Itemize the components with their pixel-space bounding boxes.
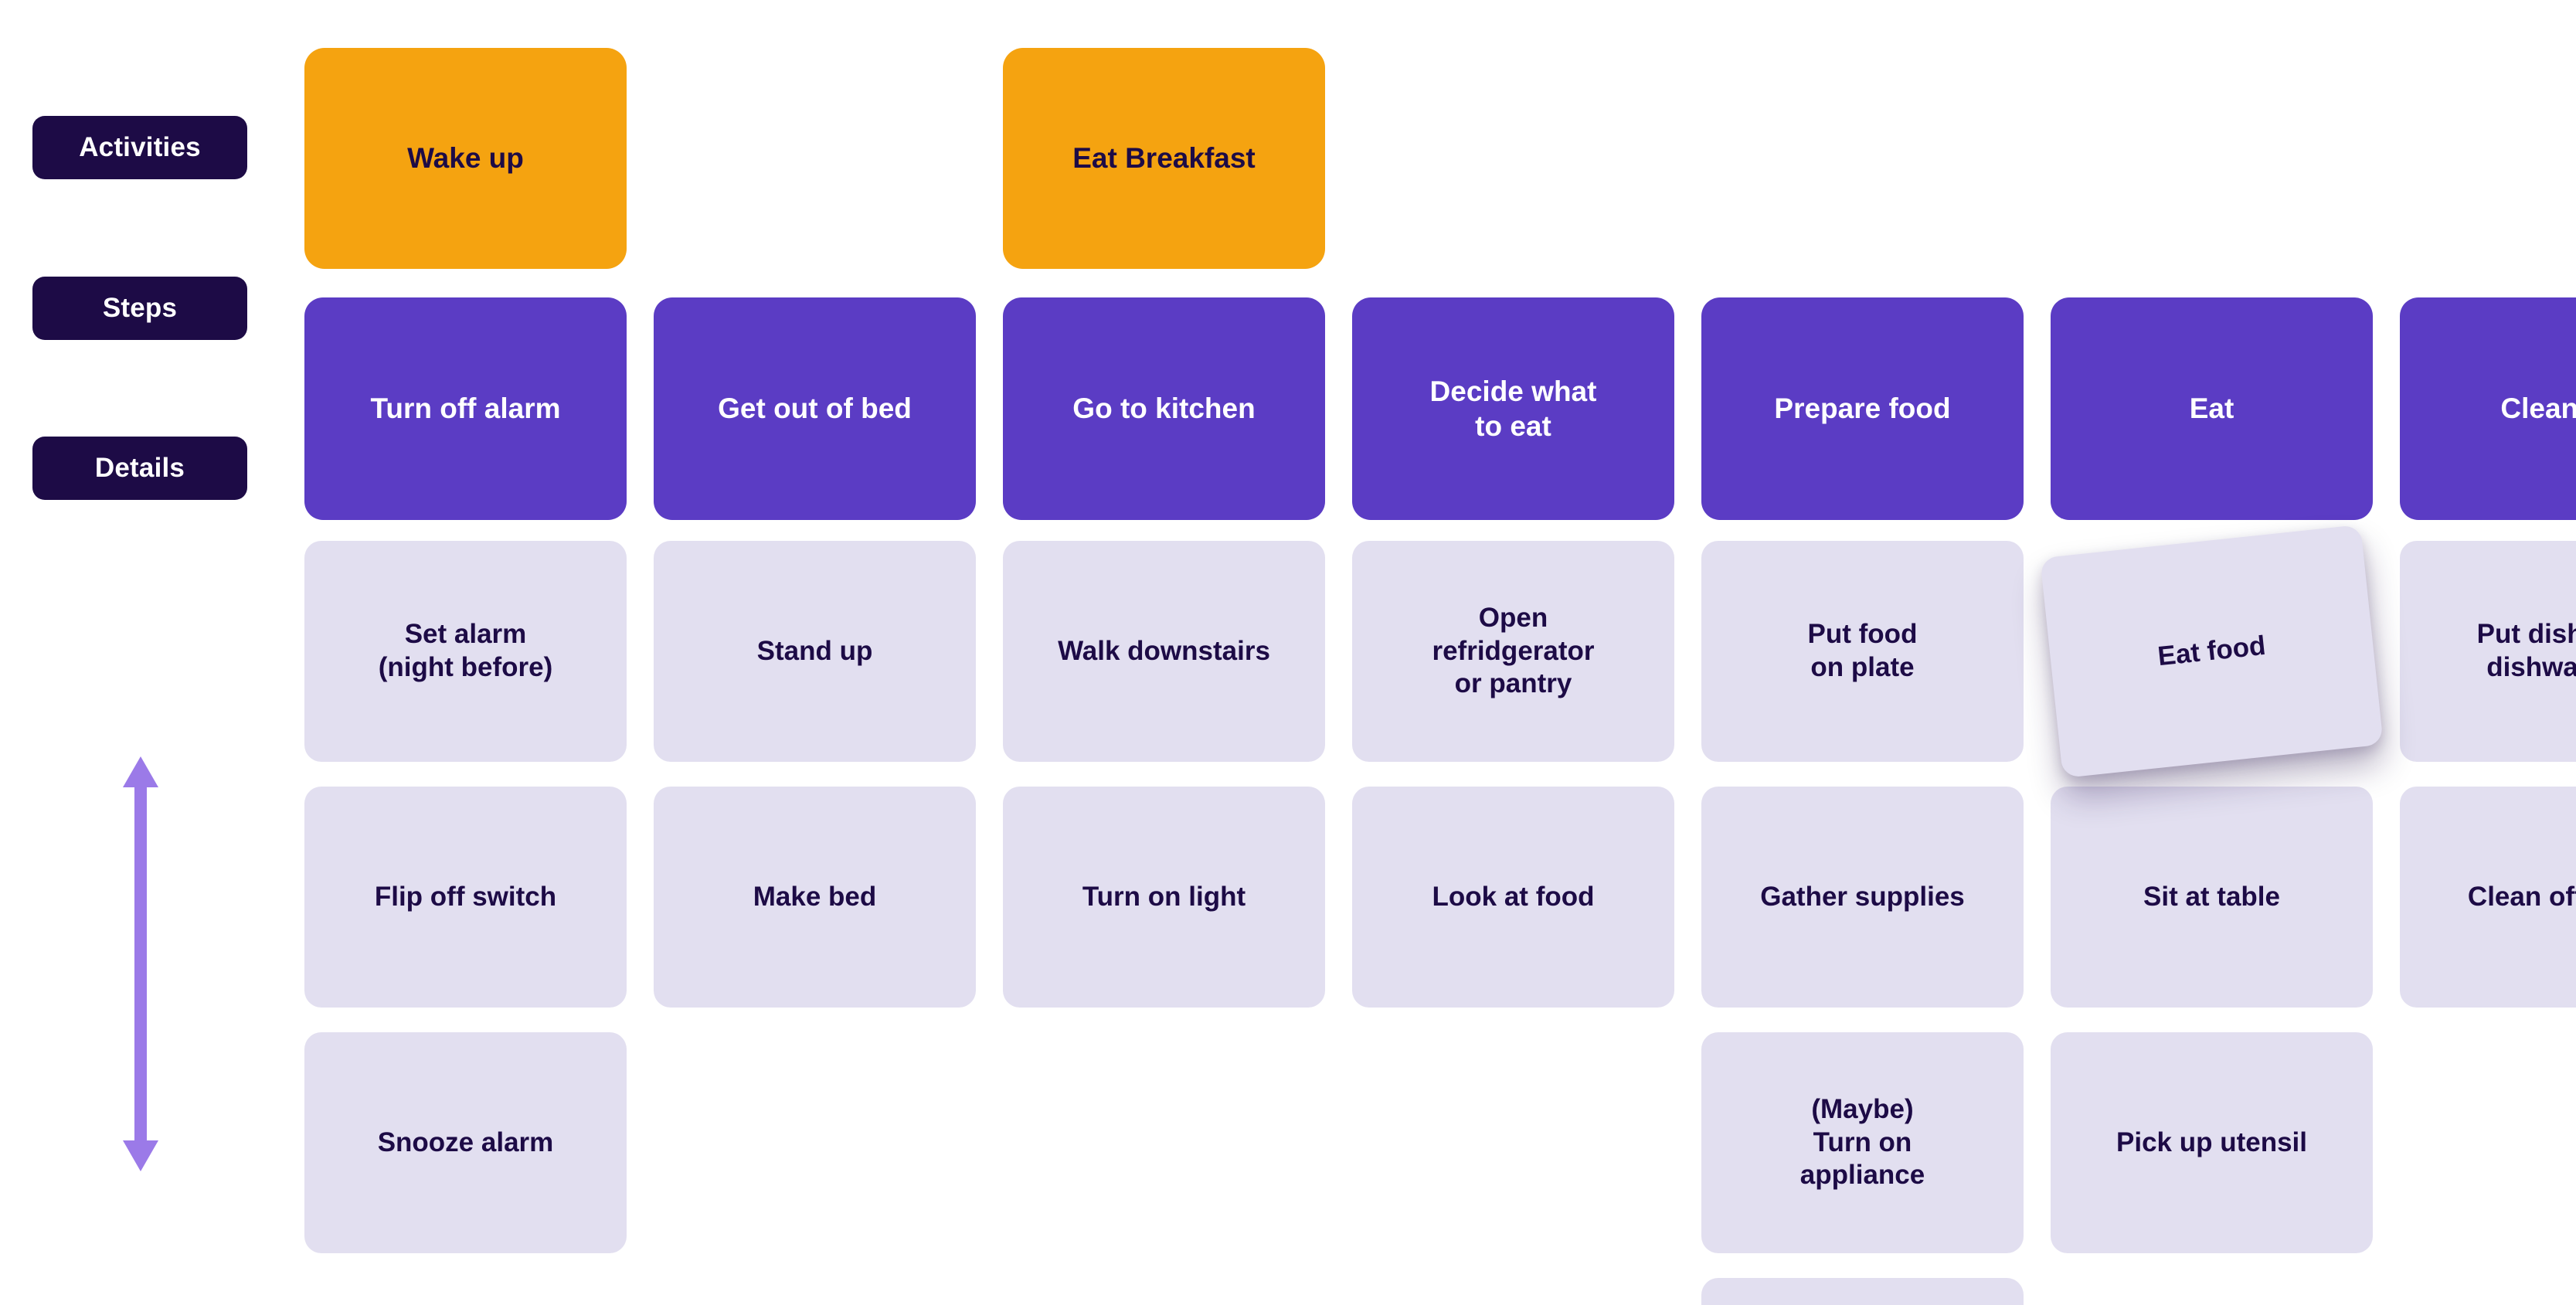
detail-card-pick-up-utensil[interactable]: Pick up utensil bbox=[2051, 1032, 2373, 1253]
detail-card-label: Flip off switch bbox=[374, 881, 557, 912]
step-card-label: Decide what to eat bbox=[1429, 375, 1597, 442]
detail-card-walk-downstairs[interactable]: Walk downstairs bbox=[1003, 541, 1325, 762]
detail-card-stand-up[interactable]: Stand up bbox=[654, 541, 976, 762]
detail-card-card[interactable] bbox=[1701, 1278, 2024, 1305]
rail-label-steps[interactable]: Steps bbox=[32, 277, 247, 340]
detail-card-put-food-on-plate[interactable]: Put food on plate bbox=[1701, 541, 2024, 762]
rail-label-activities[interactable]: Activities bbox=[32, 116, 247, 179]
detail-card-open-refridgerator-or-pantry[interactable]: Open refridgerator or pantry bbox=[1352, 541, 1674, 762]
detail-card-look-at-food[interactable]: Look at food bbox=[1352, 787, 1674, 1008]
step-card-go-to-kitchen[interactable]: Go to kitchen bbox=[1003, 297, 1325, 520]
detail-card-label: Put food on plate bbox=[1807, 619, 1918, 682]
step-card-turn-off-alarm[interactable]: Turn off alarm bbox=[304, 297, 627, 520]
detail-card-label: Stand up bbox=[756, 635, 873, 666]
activity-card-eat-breakfast[interactable]: Eat Breakfast bbox=[1003, 48, 1325, 269]
detail-card-label: Walk downstairs bbox=[1058, 635, 1270, 666]
step-card-label: Eat bbox=[2189, 393, 2234, 425]
detail-card-maybe-turn-on-appliance[interactable]: (Maybe) Turn on appliance bbox=[1701, 1032, 2024, 1253]
step-card-label: Prepare food bbox=[1774, 393, 1951, 425]
rail-label-details-text: Details bbox=[94, 453, 185, 483]
step-card-clean-up[interactable]: Clean up bbox=[2400, 297, 2576, 520]
step-card-decide-what-to-eat[interactable]: Decide what to eat bbox=[1352, 297, 1674, 520]
detail-card-label: Set alarm (night before) bbox=[378, 619, 553, 682]
detail-card-label: Snooze alarm bbox=[377, 1127, 554, 1157]
activity-card-wake-up[interactable]: Wake up bbox=[304, 48, 627, 269]
step-card-prepare-food[interactable]: Prepare food bbox=[1701, 297, 2024, 520]
detail-card-label: Turn on light bbox=[1082, 881, 1246, 912]
detail-card-label: Eat food bbox=[2156, 630, 2268, 671]
detail-card-gather-supplies[interactable]: Gather supplies bbox=[1701, 787, 2024, 1008]
rail-label-steps-text: Steps bbox=[102, 293, 178, 323]
detail-card-clean-off-table[interactable]: Clean off table bbox=[2400, 787, 2576, 1008]
detail-card-label: Make bed bbox=[753, 881, 877, 912]
detail-card-flip-off-switch[interactable]: Flip off switch bbox=[304, 787, 627, 1008]
step-card-label: Go to kitchen bbox=[1072, 393, 1256, 425]
detail-card-label: Look at food bbox=[1432, 881, 1595, 912]
detail-card-make-bed[interactable]: Make bed bbox=[654, 787, 976, 1008]
detail-card-turn-on-light[interactable]: Turn on light bbox=[1003, 787, 1325, 1008]
step-card-label: Turn off alarm bbox=[370, 393, 561, 425]
detail-card-eat-food[interactable]: Eat food bbox=[2040, 524, 2384, 779]
activity-card-label: Eat Breakfast bbox=[1072, 142, 1256, 175]
detail-card-label: Sit at table bbox=[2143, 881, 2280, 912]
step-card-get-out-of-bed[interactable]: Get out of bed bbox=[654, 297, 976, 520]
detail-card-put-dishes-in-dishwasher[interactable]: Put dishes in dishwasher bbox=[2400, 541, 2576, 762]
activity-card-label: Wake up bbox=[407, 142, 524, 175]
step-card-label: Clean up bbox=[2500, 393, 2576, 425]
detail-card-label: Open refridgerator or pantry bbox=[1432, 602, 1595, 699]
detail-card-snooze-alarm[interactable]: Snooze alarm bbox=[304, 1032, 627, 1253]
detail-card-set-alarm-night-before[interactable]: Set alarm (night before) bbox=[304, 541, 627, 762]
step-card-label: Get out of bed bbox=[718, 393, 912, 425]
detail-card-label: Put dishes in dishwasher bbox=[2476, 619, 2576, 682]
rail-label-details[interactable]: Details bbox=[32, 437, 247, 500]
double-headed-vertical-arrow-icon bbox=[123, 756, 158, 1171]
detail-card-label: Clean off table bbox=[2467, 881, 2576, 912]
detail-card-label: (Maybe) Turn on appliance bbox=[1799, 1093, 1925, 1191]
detail-card-label: Pick up utensil bbox=[2116, 1127, 2307, 1157]
step-card-eat[interactable]: Eat bbox=[2051, 297, 2373, 520]
detail-card-sit-at-table[interactable]: Sit at table bbox=[2051, 787, 2373, 1008]
detail-card-label: Gather supplies bbox=[1760, 881, 1965, 912]
rail-label-activities-text: Activities bbox=[79, 132, 201, 162]
